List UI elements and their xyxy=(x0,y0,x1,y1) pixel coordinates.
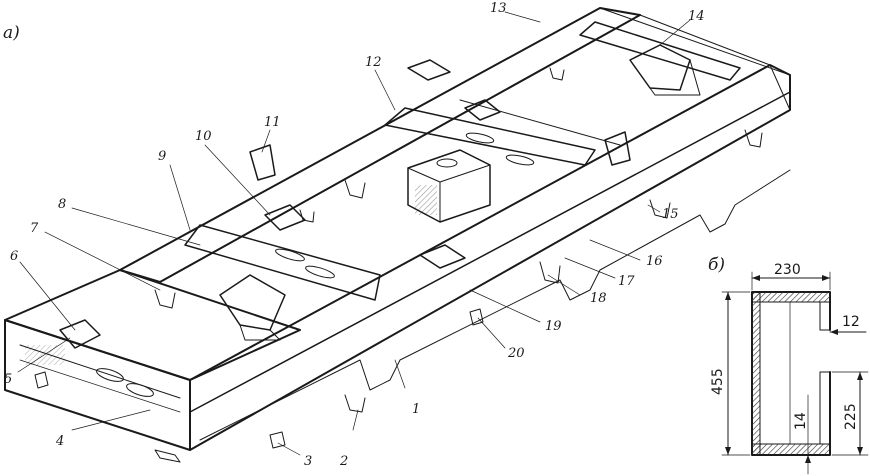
callout-12: 12 xyxy=(365,55,382,70)
frame-assembly xyxy=(4,7,791,463)
callout-4: 4 xyxy=(55,434,64,449)
callout-6: 6 xyxy=(10,249,18,264)
callout-19: 19 xyxy=(545,319,562,334)
callout-1: 1 xyxy=(412,402,420,417)
pivot-brackets xyxy=(219,44,701,341)
far-side-member xyxy=(119,7,791,283)
equipment-box xyxy=(407,149,491,223)
callout-14: 14 xyxy=(688,9,705,24)
callout-11: 11 xyxy=(264,115,281,130)
support-pads xyxy=(59,59,631,349)
front-crossmember xyxy=(4,269,301,451)
callout-10: 10 xyxy=(195,129,212,144)
callout-13: 13 xyxy=(490,1,507,16)
panel-b-label: б) xyxy=(708,255,725,275)
callout-8: 8 xyxy=(58,197,66,212)
dim-flange-thickness: 12 xyxy=(842,314,860,330)
callout-numbers: 1 2 3 4 5 6 7 8 9 10 11 12 13 14 15 16 1… xyxy=(4,1,705,469)
callout-15: 15 xyxy=(662,207,679,222)
callout-18: 18 xyxy=(590,291,607,306)
cross-section: б) 230 455 225 12 xyxy=(708,255,869,475)
callout-17: 17 xyxy=(618,274,635,289)
leader-lines xyxy=(17,11,691,456)
dim-height: 455 xyxy=(710,368,726,395)
callout-20: 20 xyxy=(507,346,525,361)
callout-7: 7 xyxy=(30,221,39,236)
callout-5: 5 xyxy=(4,372,12,387)
crossmembers xyxy=(184,21,741,301)
callout-2: 2 xyxy=(339,454,348,469)
callout-3: 3 xyxy=(304,454,312,469)
bottom-fittings xyxy=(34,308,484,463)
panel-a-label: а) xyxy=(3,23,20,43)
dim-web-thickness: 14 xyxy=(793,412,809,430)
callout-16: 16 xyxy=(646,254,663,269)
callout-9: 9 xyxy=(158,149,166,164)
dim-lower-height: 225 xyxy=(843,403,859,430)
dim-width: 230 xyxy=(774,262,801,278)
